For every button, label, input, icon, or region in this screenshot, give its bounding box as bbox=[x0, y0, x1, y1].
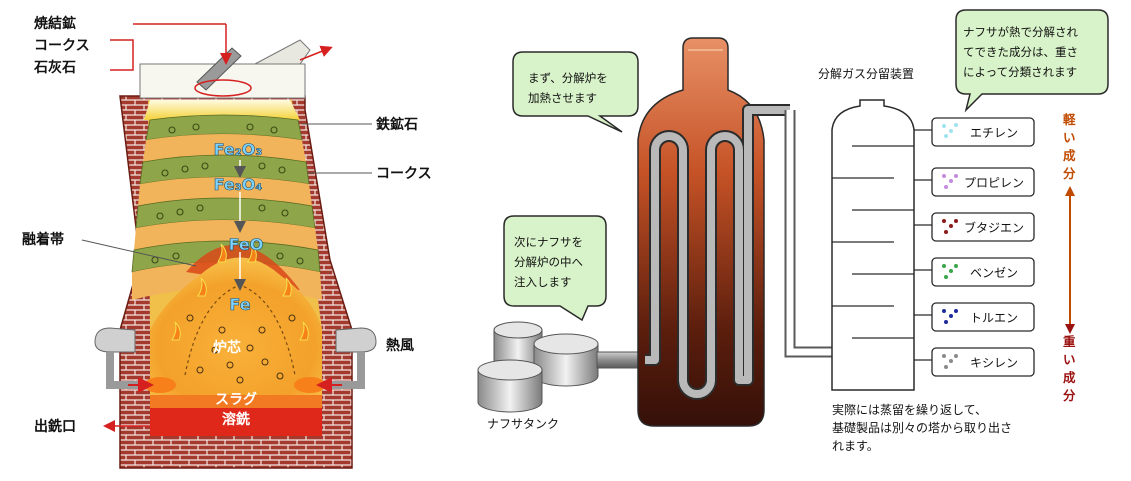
tuyere-right bbox=[294, 327, 377, 393]
iron-ore-label: 鉄鉱石 bbox=[376, 116, 418, 133]
taphole-label: 出銑口 bbox=[34, 418, 76, 435]
product-box-propylene: プロピレン bbox=[931, 167, 1035, 197]
reduction-step-fe3o4: Fe₃O₄ bbox=[214, 175, 263, 194]
note-line-2: 基礎製品は別々の塔から取り出さ bbox=[832, 421, 1012, 435]
product-label-toluene: トルエン bbox=[970, 311, 1018, 325]
reduction-step-fe: Fe bbox=[229, 295, 250, 314]
note-line-1: 実際には蒸留を繰り返して、 bbox=[832, 402, 987, 417]
note-line-3: れます。 bbox=[832, 439, 879, 453]
axis-light-label: 軽 い 成 分 bbox=[1063, 112, 1076, 181]
bubble-heat: まず、分解炉を 加熱させます bbox=[512, 51, 639, 133]
axis-heavy-char-4: 分 bbox=[1063, 388, 1076, 403]
furnace-roof bbox=[139, 63, 306, 99]
product-box-butadiene: ブタジエン bbox=[931, 212, 1035, 242]
bubble-separate-line-2: てできた成分は、重さ bbox=[963, 45, 1078, 59]
bubble-separate-line-1: ナフサが熱で分解され bbox=[963, 25, 1078, 39]
product-label-ethylene: エチレン bbox=[970, 126, 1018, 140]
axis-light-char-2: い bbox=[1063, 130, 1076, 145]
product-box-benzene: ベンゼン bbox=[931, 257, 1035, 287]
bubble-separate-line-3: によって分類されます bbox=[963, 65, 1077, 79]
bubble-inject: 次にナフサを 分解炉の中へ 注入します bbox=[503, 215, 607, 322]
core-label: 炉芯 bbox=[213, 339, 241, 356]
charge-label-coke: コークス bbox=[34, 38, 90, 54]
naphtha-cracker: まず、分解炉を 加熱させます 次にナフサを 分解炉の中へ 注入します ナフサが熱… bbox=[477, 9, 1109, 453]
tuyere-left bbox=[94, 327, 176, 393]
naphtha-tanks bbox=[477, 321, 599, 413]
axis-light-char-3: 成 bbox=[1063, 148, 1076, 163]
product-box-xylene: キシレン bbox=[931, 347, 1035, 377]
furnace-core bbox=[150, 257, 322, 395]
slag-label: スラグ bbox=[215, 391, 257, 408]
product-label-butadiene: ブタジエン bbox=[964, 220, 1024, 235]
charge-label-limestone: 石灰石 bbox=[33, 59, 76, 76]
product-label-xylene: キシレン bbox=[970, 356, 1018, 370]
cohesive-zone-label: 融着帯 bbox=[22, 231, 64, 248]
hot-blast-label: 熱風 bbox=[386, 337, 414, 354]
axis-heavy-char-2: い bbox=[1063, 352, 1076, 367]
charge-label-sinter: 焼結鉱 bbox=[34, 15, 76, 32]
bubble-inject-line-2: 分解炉の中へ bbox=[514, 255, 583, 269]
bubble-separate: ナフサが熱で分解され てできた成分は、重さ によって分類されます bbox=[955, 9, 1109, 113]
bubble-inject-line-1: 次にナフサを bbox=[514, 235, 583, 249]
product-box-toluene: トルエン bbox=[931, 302, 1035, 332]
molten-iron-layer bbox=[150, 408, 322, 436]
furnace-top-glow bbox=[144, 100, 300, 120]
tank-label: ナフサタンク bbox=[487, 417, 559, 431]
product-label-benzene: ベンゼン bbox=[970, 266, 1018, 280]
axis-heavy-char-3: 成 bbox=[1063, 370, 1076, 385]
product-label-propylene: プロピレン bbox=[964, 176, 1024, 190]
blast-furnace: Fe₂O₃ Fe₃O₄ FeO Fe 炉芯 スラグ 溶銑 焼結鉱 コークス 石灰… bbox=[22, 15, 432, 469]
distillation-column bbox=[831, 99, 915, 391]
axis-heavy-label: 重 い 成 分 bbox=[1063, 334, 1076, 403]
molten-iron-label: 溶銑 bbox=[222, 411, 250, 428]
gas-outlet-pipe bbox=[254, 39, 311, 65]
reduction-step-feo: FeO bbox=[229, 235, 264, 254]
bubble-heat-line-2: 加熱させます bbox=[528, 91, 597, 105]
column-title: 分解ガス分留装置 bbox=[818, 67, 914, 81]
product-box-ethylene: エチレン bbox=[931, 117, 1035, 147]
bubble-heat-line-1: まず、分解炉を bbox=[528, 71, 608, 85]
bubble-inject-line-3: 注入します bbox=[514, 275, 572, 289]
axis-heavy-char-1: 重 bbox=[1063, 334, 1076, 349]
axis-light-char-4: 分 bbox=[1063, 166, 1076, 181]
axis-light-char-1: 軽 bbox=[1063, 112, 1076, 127]
coke-layer-label: コークス bbox=[376, 166, 432, 182]
reduction-step-fe2o3: Fe₂O₃ bbox=[214, 140, 263, 159]
slag-layer bbox=[150, 395, 322, 408]
